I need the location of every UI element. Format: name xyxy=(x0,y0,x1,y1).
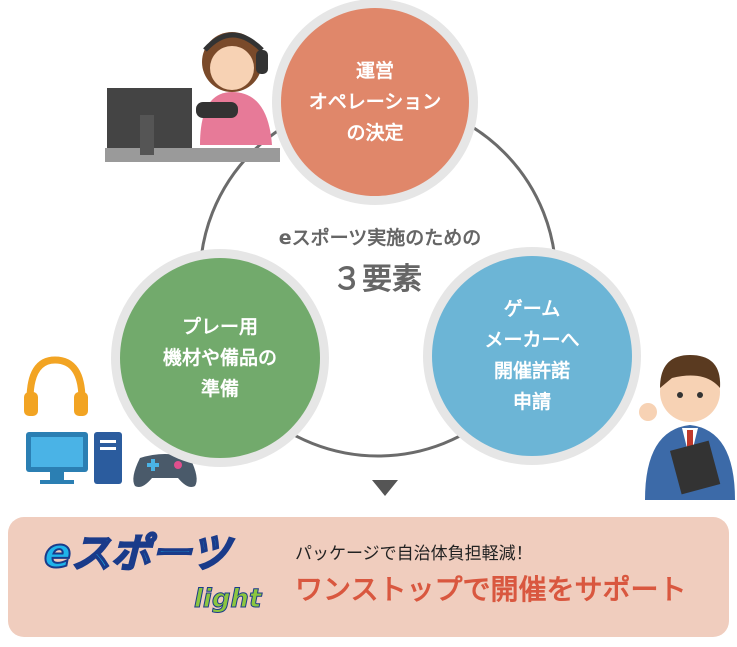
center-title: ３要素 xyxy=(332,262,422,297)
gamepad-icon xyxy=(133,454,197,487)
element-equipment: プレー用 機材や備品の 準備 xyxy=(120,258,320,458)
businessman-illustration xyxy=(639,355,735,500)
pc-icon xyxy=(26,432,122,484)
gamer-girl-illustration xyxy=(105,32,280,162)
element-operation: 運営 オペレーション の決定 xyxy=(281,8,469,196)
element-license: ゲーム メーカーへ 開催許諾 申請 xyxy=(432,256,632,456)
esports-light-logo: eスポーツ light xyxy=(43,530,262,615)
headphones-icon xyxy=(24,356,88,416)
down-arrow-icon xyxy=(372,480,398,496)
tagline: パッケージで自治体負担軽減！ xyxy=(295,544,533,564)
center-caption: eスポーツ実施のための xyxy=(278,227,482,249)
promo-banner: eスポーツ light パッケージで自治体負担軽減！ ワンストップで開催をサポー… xyxy=(8,517,729,637)
headline: ワンストップで開催をサポート xyxy=(295,573,687,606)
